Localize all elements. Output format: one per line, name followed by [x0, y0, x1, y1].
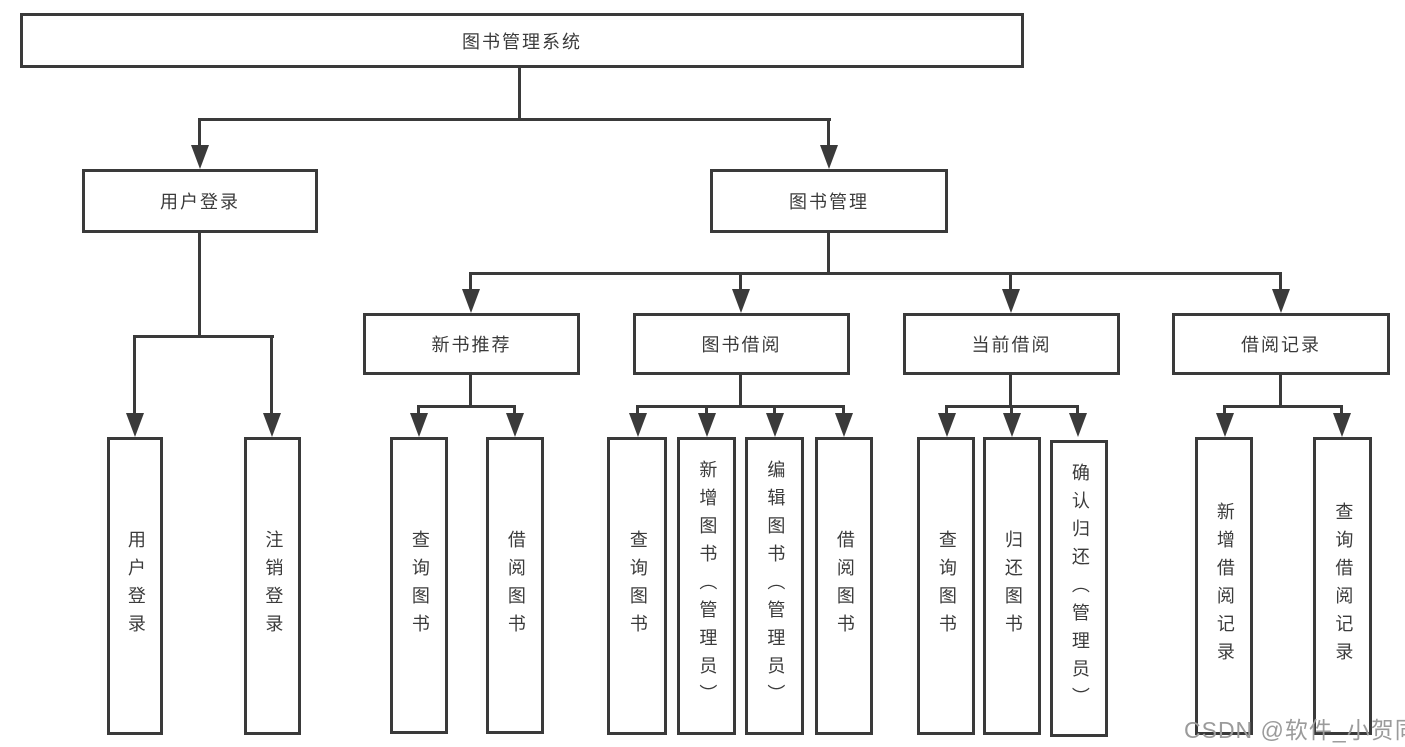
connector-currentborrow-trunk: [1009, 375, 1012, 405]
arrowhead: [835, 413, 853, 437]
leaf-add-borrow-record: 新增借阅记录: [1195, 437, 1253, 735]
connector-borrowrecord-trunk: [1279, 375, 1282, 405]
connector-stem: [1279, 272, 1282, 293]
connector-stem: [133, 335, 136, 416]
connector-stem: [636, 405, 639, 418]
connector-bookmgmt-branch: [470, 272, 1282, 275]
connector-stem: [1010, 405, 1013, 418]
arrowhead: [732, 289, 750, 313]
node-book-borrow-label: 图书借阅: [701, 335, 782, 355]
connector-root-branch: [199, 118, 831, 121]
connector-stem: [1340, 405, 1343, 418]
leaf-query-book-2: 查询图书: [607, 437, 667, 735]
arrowhead: [263, 413, 281, 437]
leaf-borrow-book-2: 借阅图书: [815, 437, 873, 735]
leaf-query-book-3: 查询图书: [917, 437, 975, 735]
connector-bookmgmt-trunk: [827, 233, 830, 272]
connector-borrowrecord-branch: [1223, 405, 1343, 408]
leaf-query-book-3-label: 查询图书: [936, 530, 957, 642]
arrowhead: [698, 413, 716, 437]
connector-stem: [270, 335, 273, 416]
leaf-edit-book-admin-label: 编辑图书（管理员）: [765, 460, 786, 712]
leaf-add-borrow-record-label: 新增借阅记录: [1214, 502, 1235, 670]
connector-newbook-trunk: [469, 375, 472, 405]
leaf-return-book-label: 归还图书: [1002, 530, 1023, 642]
connector-stem: [739, 272, 742, 293]
arrowhead: [410, 413, 428, 437]
arrowhead: [462, 289, 480, 313]
arrowhead: [126, 413, 144, 437]
connector-stem: [513, 405, 516, 418]
connector-stem: [842, 405, 845, 418]
leaf-query-borrow-record-label: 查询借阅记录: [1333, 502, 1354, 670]
leaf-borrow-book-1-label: 借阅图书: [505, 529, 526, 642]
arrowhead: [1333, 413, 1351, 437]
leaf-user-login-label: 用户登录: [125, 530, 146, 642]
leaf-user-login: 用户登录: [107, 437, 163, 735]
connector-root-trunk: [518, 68, 521, 120]
leaf-query-book-1-label: 查询图书: [409, 529, 430, 642]
arrowhead: [506, 413, 524, 437]
leaf-confirm-return-admin-label: 确认归还（管理员）: [1069, 462, 1090, 715]
leaf-edit-book-admin: 编辑图书（管理员）: [745, 437, 804, 735]
node-borrow-record: 借阅记录: [1172, 313, 1390, 375]
connector-stem: [1009, 272, 1012, 293]
arrowhead: [1069, 413, 1087, 437]
connector-stem: [1076, 405, 1079, 418]
arrowhead: [629, 413, 647, 437]
node-root: 图书管理系统: [20, 13, 1024, 68]
node-new-book-recommend: 新书推荐: [363, 313, 580, 375]
connector-stem: [1223, 405, 1226, 418]
connector-newbook-branch: [417, 405, 515, 408]
connector-stem: [773, 405, 776, 418]
node-book-management-label: 图书管理: [789, 192, 869, 212]
connector-userlogin-trunk: [198, 233, 201, 335]
connector-userlogin-branch: [133, 335, 274, 338]
arrowhead: [1002, 289, 1020, 313]
connector-stem: [705, 405, 708, 418]
leaf-query-borrow-record: 查询借阅记录: [1313, 437, 1372, 735]
leaf-confirm-return-admin: 确认归还（管理员）: [1050, 440, 1108, 737]
leaf-borrow-book-2-label: 借阅图书: [834, 530, 855, 642]
node-root-label: 图书管理系统: [462, 31, 582, 52]
connector-bookborrow-branch: [636, 405, 844, 408]
connector-bookborrow-trunk: [739, 375, 742, 405]
arrowhead: [1216, 413, 1234, 437]
connector-stem: [827, 118, 830, 150]
connector-stem: [945, 405, 948, 418]
arrowhead: [938, 413, 956, 437]
leaf-query-book-2-label: 查询图书: [627, 530, 648, 642]
arrowhead: [1272, 289, 1290, 313]
node-book-borrow: 图书借阅: [633, 313, 850, 375]
node-book-management: 图书管理: [710, 169, 948, 233]
leaf-return-book: 归还图书: [983, 437, 1041, 735]
leaf-logout-label: 注销登录: [263, 530, 284, 642]
arrowhead: [820, 145, 838, 169]
node-user-login: 用户登录: [82, 169, 318, 233]
node-user-login-label: 用户登录: [160, 192, 240, 212]
connector-stem: [417, 405, 420, 418]
leaf-add-book-admin: 新增图书（管理员）: [677, 437, 736, 735]
leaf-borrow-book-1: 借阅图书: [486, 437, 544, 734]
csdn-watermark: CSDN @软件_小贺同学: [1184, 717, 1405, 743]
arrowhead: [191, 145, 209, 169]
node-current-borrow: 当前借阅: [903, 313, 1120, 375]
node-borrow-record-label: 借阅记录: [1241, 335, 1321, 355]
arrowhead: [1003, 413, 1021, 437]
node-new-book-recommend-label: 新书推荐: [431, 335, 512, 355]
leaf-query-book-1: 查询图书: [390, 437, 448, 734]
connector-stem: [469, 272, 472, 293]
node-current-borrow-label: 当前借阅: [971, 335, 1052, 355]
leaf-add-book-admin-label: 新增图书（管理员）: [697, 460, 718, 712]
leaf-logout: 注销登录: [244, 437, 301, 735]
arrowhead: [766, 413, 784, 437]
connector-stem: [198, 118, 201, 150]
